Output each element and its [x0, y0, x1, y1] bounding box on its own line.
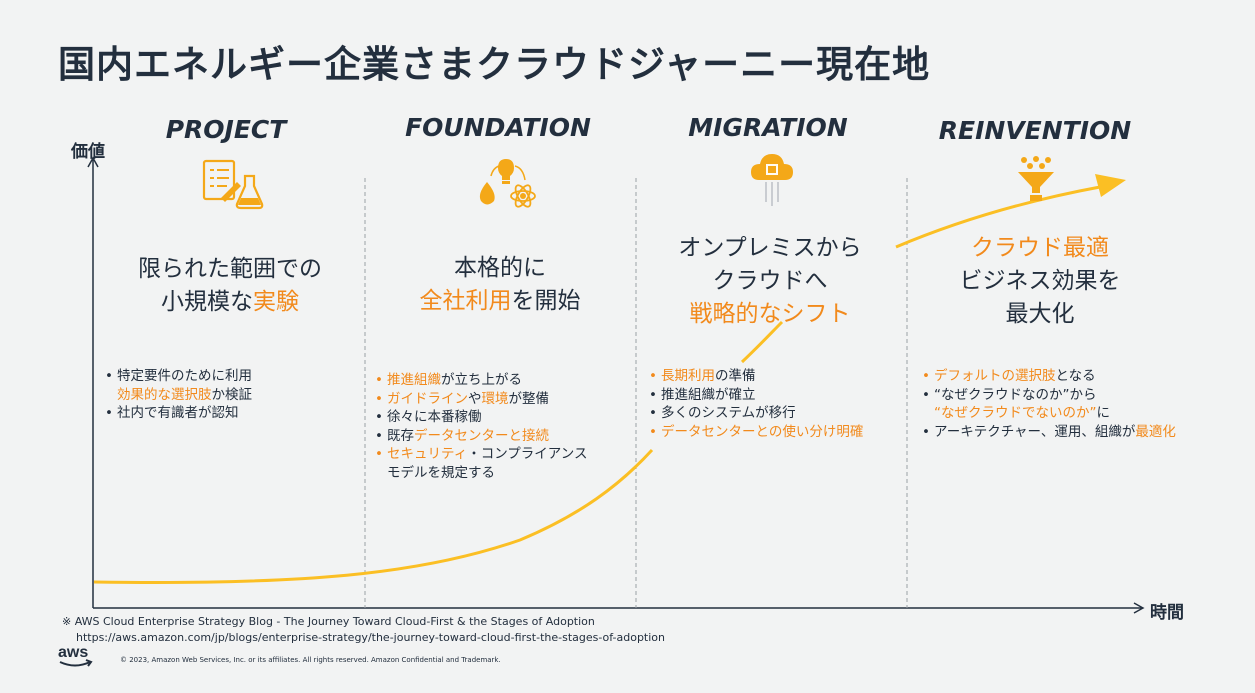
- growth-curve-arrowhead: [1095, 174, 1126, 197]
- headline-segment: ビジネス効果を: [959, 268, 1121, 294]
- growth-curve-mid: [740, 320, 784, 364]
- growth-curve: [93, 448, 654, 584]
- bullet-item: 社内で有識者が認知: [105, 404, 252, 423]
- bullets-migration: 長期利用の準備推進組織が確立多くのシステムが移行データセンターとの使い分け明確: [649, 367, 863, 441]
- headline-segment: クラウドへ: [712, 268, 828, 294]
- bullet-segment: 社内で有識者が認知: [117, 405, 239, 421]
- bullet-segment: データセンターと接続: [414, 427, 549, 444]
- headline-segment: 本格的に: [454, 255, 546, 281]
- headline-segment: 最大化: [1005, 301, 1075, 327]
- headline-migration: オンプレミスからクラウドへ戦略的なシフト: [640, 232, 900, 331]
- cloud-migration-icon: [751, 154, 793, 206]
- bullet-item: 推進組織が立ち上がる: [375, 371, 588, 390]
- bullet-segment: に: [1096, 405, 1111, 421]
- bullet-segment: デフォルトの選択肢: [934, 368, 1056, 384]
- bullets-foundation: 推進組織が立ち上がるガイドラインや環境が整備徐々に本番稼働既存データセンターと接…: [375, 371, 588, 482]
- bullet-item: 効果的な選択肢か検証: [105, 386, 252, 405]
- bullet-segment: 最適化: [1135, 423, 1176, 440]
- headline-line: 限られた範囲での: [100, 253, 360, 286]
- bullet-segment: 多くのシステムが移行: [661, 405, 796, 421]
- funnel-icon: [1018, 156, 1054, 201]
- headline-line: 小規模な実験: [100, 286, 360, 319]
- bullet-segment: 推進組織: [387, 372, 441, 388]
- bullets-project: 特定要件のために利用効果的な選択肢か検証社内で有識者が認知: [105, 367, 252, 423]
- bullet-segment: セキュリティ: [387, 446, 468, 462]
- headline-segment: 全社利用: [419, 288, 512, 314]
- growth-curve-upper: [895, 185, 1101, 249]
- footnote-line-1: ※ AWS Cloud Enterprise Strategy Blog - T…: [62, 615, 595, 628]
- stage-label-reinvention: REINVENTION: [938, 116, 1132, 145]
- headline-line: 最大化: [910, 298, 1170, 331]
- bullet-segment: の準備: [715, 368, 756, 384]
- aws-logo-text: aws: [58, 644, 88, 661]
- bullet-item: 徐々に本番稼働: [375, 408, 588, 427]
- bullet-segment: ・コンプライアンス: [467, 446, 588, 462]
- bullet-segment: データセンターとの使い分け明確: [661, 423, 864, 440]
- bullet-item: “なぜクラウドなのか”から: [922, 386, 1176, 405]
- bullet-item: 既存データセンターと接続: [375, 427, 588, 446]
- bullet-item: 多くのシステムが移行: [649, 404, 863, 423]
- copyright: © 2023, Amazon Web Services, Inc. or its…: [120, 656, 501, 664]
- bullet-segment: 徐々に本番稼働: [387, 409, 482, 425]
- bullet-segment: 効果的な選択肢: [117, 386, 212, 403]
- bullet-item: ガイドラインや環境が整備: [375, 390, 588, 409]
- bullet-segment: “なぜクラウドなのか”から: [934, 386, 1097, 403]
- bullet-segment: 既存: [387, 427, 414, 444]
- stage-label-foundation: FOUNDATION: [405, 113, 591, 142]
- bullet-item: データセンターとの使い分け明確: [649, 423, 863, 442]
- headline-line: クラウド最適: [910, 232, 1170, 265]
- bullet-segment: 特定要件のために利用: [117, 368, 252, 384]
- bullet-item: “なぜクラウドでないのか”に: [922, 404, 1176, 423]
- headline-segment: 小規模な: [161, 289, 253, 315]
- headline-segment: 戦略的なシフト: [689, 301, 851, 327]
- headline-foundation: 本格的に全社利用を開始: [370, 252, 630, 318]
- y-axis-label: 価値: [71, 142, 105, 162]
- headline-segment: オンプレミスから: [678, 235, 862, 261]
- aws-logo: aws: [58, 644, 93, 667]
- headline-reinvention: クラウド最適ビジネス効果を最大化: [910, 232, 1170, 331]
- bullet-segment: 環境: [481, 390, 509, 407]
- headline-line: 全社利用を開始: [370, 285, 630, 318]
- stage-label-migration: MIGRATION: [688, 113, 848, 142]
- footnote-url[interactable]: https://aws.amazon.com/jp/blogs/enterpri…: [76, 631, 666, 644]
- bullet-item: デフォルトの選択肢となる: [922, 367, 1176, 386]
- headline-line: クラウドへ: [640, 265, 900, 298]
- bullet-segment: モデルを規定する: [387, 464, 495, 481]
- bullet-segment: “なぜクラウドでないのか”: [934, 405, 1097, 421]
- bullet-segment: が整備: [508, 390, 550, 407]
- bullet-segment: か検証: [211, 386, 253, 403]
- headline-line: オンプレミスから: [640, 232, 900, 265]
- headline-segment: を開始: [511, 288, 581, 314]
- lightbulb-drop-atom-icon: [479, 159, 536, 208]
- bullet-item: 長期利用の準備: [649, 367, 863, 386]
- headline-line: 戦略的なシフト: [640, 298, 900, 331]
- bullet-segment: となる: [1055, 368, 1096, 384]
- x-axis-arrowhead: [1133, 602, 1145, 614]
- bullet-item: アーキテクチャー、運用、組織が最適化: [922, 423, 1176, 442]
- headline-segment: 実験: [253, 289, 299, 315]
- bullet-segment: アーキテクチャー、運用、組織が: [934, 423, 1136, 440]
- stage-label-project: PROJECT: [165, 115, 287, 144]
- bullet-segment: や: [468, 390, 482, 407]
- y-axis-arrowhead: [87, 156, 99, 168]
- bullet-item: セキュリティ・コンプライアンス: [375, 445, 588, 464]
- bullet-item: 推進組織が確立: [649, 386, 863, 405]
- bullet-segment: 推進組織が確立: [661, 386, 756, 403]
- bullets-reinvention: デフォルトの選択肢となる“なぜクラウドなのか”から“なぜクラウドでないのか”にア…: [922, 367, 1176, 441]
- headline-line: 本格的に: [370, 252, 630, 285]
- footnote: ※ AWS Cloud Enterprise Strategy Blog - T…: [62, 614, 665, 646]
- headline-project: 限られた範囲での小規模な実験: [100, 253, 360, 319]
- bullet-item: 特定要件のために利用: [105, 367, 252, 386]
- bullet-segment: が立ち上がる: [441, 372, 522, 388]
- bullet-segment: 長期利用: [661, 368, 715, 384]
- x-axis-label: 時間: [1150, 603, 1184, 623]
- checklist-flask-icon: [202, 159, 264, 210]
- headline-line: ビジネス効果を: [910, 265, 1170, 298]
- page-title: 国内エネルギー企業さまクラウドジャーニー現在地: [58, 43, 931, 86]
- headline-segment: 限られた範囲での: [138, 256, 322, 282]
- headline-segment: クラウド最適: [971, 235, 1109, 261]
- bullet-item: モデルを規定する: [375, 464, 588, 483]
- bullet-segment: ガイドライン: [387, 390, 468, 407]
